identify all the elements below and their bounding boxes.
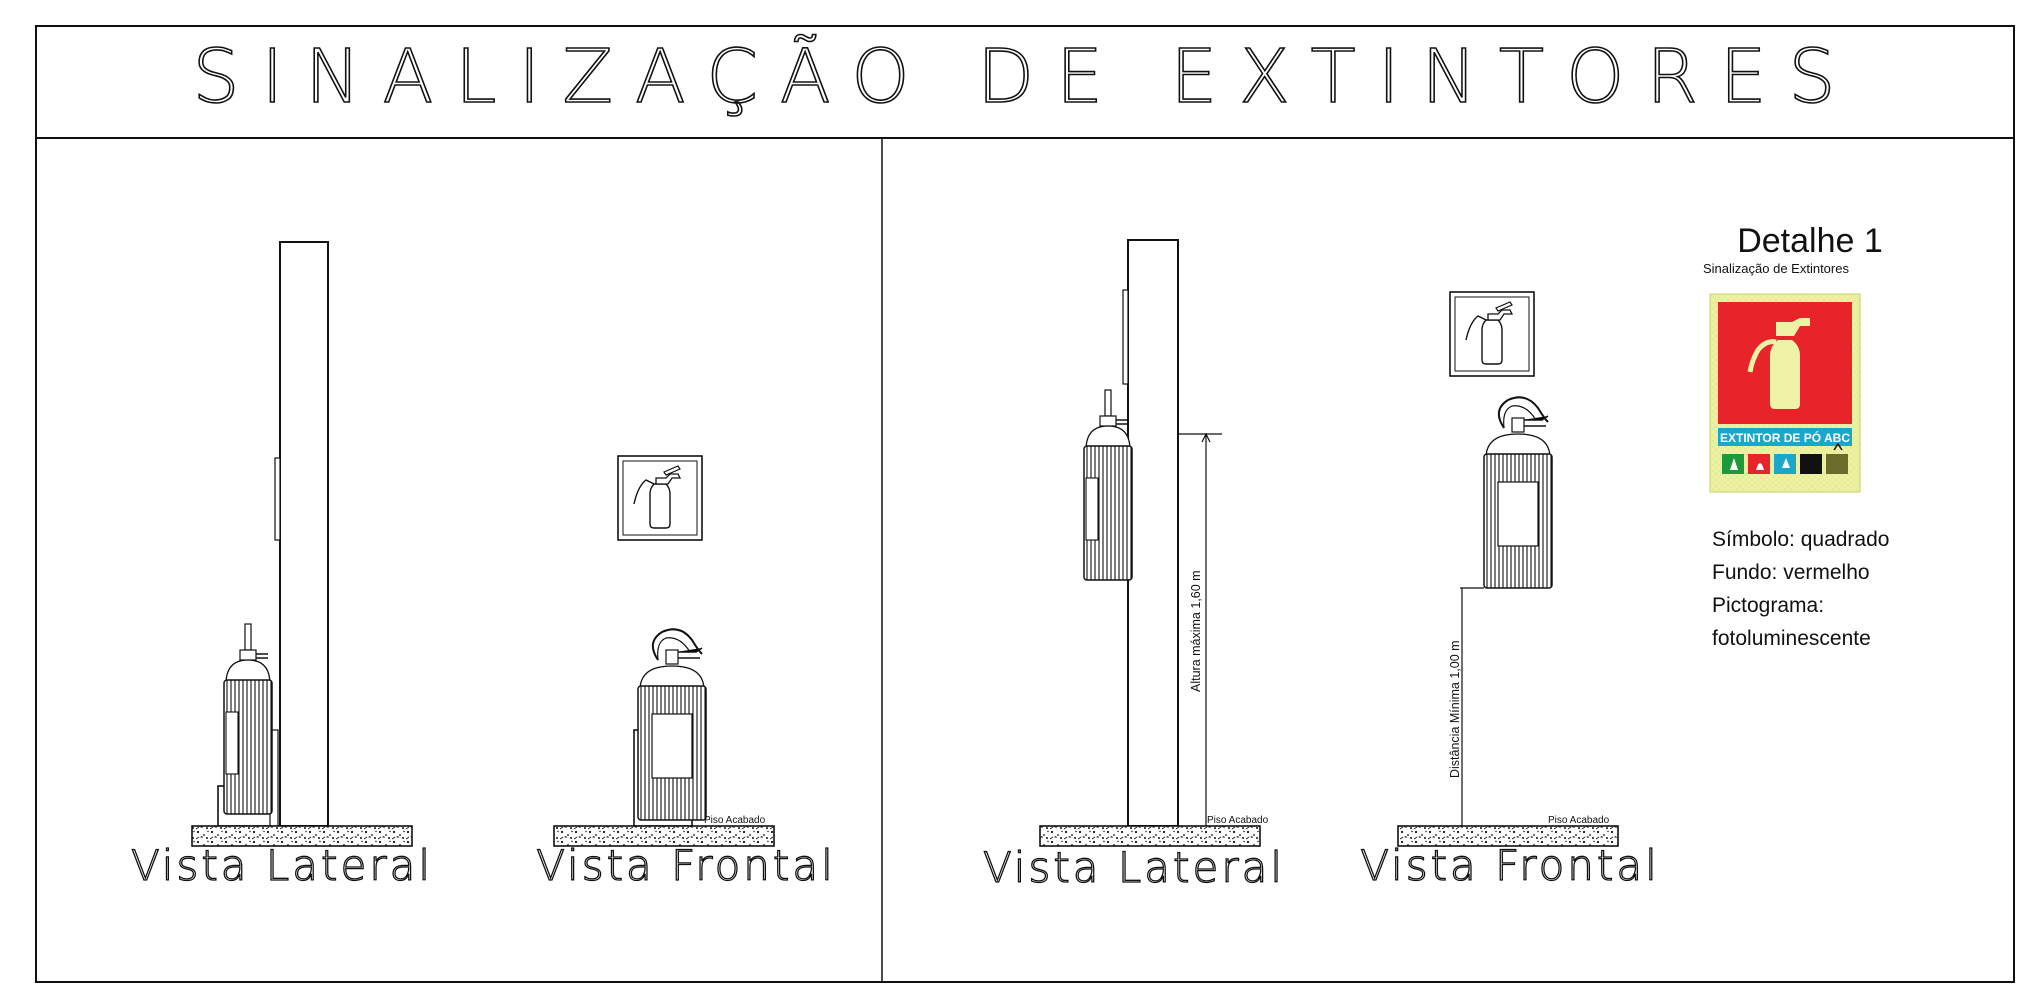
extinguisher-pictogram-icon [1770,340,1800,409]
class-k-icon [1826,454,1848,474]
left-floor-label: Piso Acabado [704,815,766,826]
left-lateral-extinguisher [222,622,274,816]
right-frontal-view: Distância Mínima 1,00 m Piso Acabado Vis… [1360,291,1660,891]
right-lateral-extinguisher [1082,388,1134,582]
fire-class-icons [1722,442,1848,474]
spec-pictogram: Pictograma: [1712,594,1824,617]
distancia-minima-dimension: Distância Mínima 1,00 m [1448,640,1462,778]
right-lateral-floor-label: Piso Acabado [1207,815,1269,826]
left-frontal-view: Piso Acabado Vista Frontal [536,455,836,891]
left-lateral-floor [191,825,413,847]
spec-background: Fundo: vermelho [1712,561,1870,584]
sign-banner [1718,428,1852,446]
detail-1: Detalhe 1 Sinalização de Extintores EXTI… [1703,222,1889,650]
class-d-icon [1800,454,1822,474]
right-frontal-sign-icon [1449,291,1535,377]
right-vista-lateral-label: Vista Lateral [983,843,1285,892]
right-frontal-floor [1397,825,1619,847]
right-lateral-floor [1039,825,1261,847]
right-lateral-column [1127,239,1179,827]
left-vista-lateral-label: Vista Lateral [131,841,433,890]
left-lateral-sign-profile [274,457,281,541]
detail-title: Detalhe 1 [1737,222,1883,260]
spec-symbol: Símbolo: quadrado [1712,528,1889,551]
left-frontal-floor [553,825,775,847]
sign-banner-text: EXTINTOR DE PÓ ABC [1720,430,1850,445]
sign-illustration: EXTINTOR DE PÓ ABC [1709,293,1861,493]
left-lateral-view: Vista Lateral [130,241,433,891]
spec-photoluminescent: fotoluminescente [1712,627,1871,650]
altura-maxima-dimension: Altura máxima 1,60 m [1189,570,1203,692]
right-frontal-floor-label: Piso Acabado [1548,815,1610,826]
left-frontal-sign-icon [617,455,703,541]
detail-subtitle: Sinalização de Extintores [1703,261,1849,276]
sheet-title: SINALIZAÇÃO DE EXTINTORES [193,33,1858,120]
right-vista-frontal-label: Vista Frontal [1360,841,1660,890]
left-vista-frontal-label: Vista Frontal [536,841,836,890]
left-lateral-column [279,241,329,827]
left-frontal-extinguisher [637,628,707,821]
right-lateral-view: Altura máxima 1,60 m Piso Acabado Vista … [982,239,1285,893]
sheet-border [35,25,2015,983]
right-frontal-extinguisher [1483,396,1553,589]
right-lateral-sign-profile [1122,289,1129,385]
